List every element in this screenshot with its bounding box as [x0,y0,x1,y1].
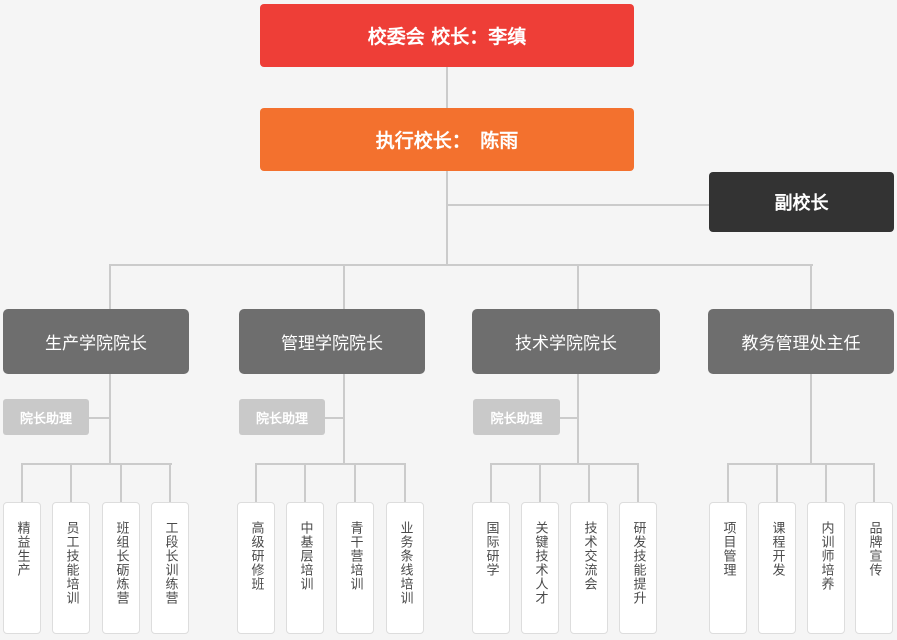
node-program: 高级研修班 [237,502,275,634]
node-dean-assistant: 院长助理 [239,399,325,435]
connector-line [343,374,345,464]
connector-line [255,463,257,503]
node-dean-assistant: 院长助理 [3,399,89,435]
connector-line [447,204,709,206]
connector-line [304,463,306,503]
connector-line [810,374,812,464]
program-label: 技术交流会 [581,521,597,591]
connector-line [539,463,541,503]
program-label: 工段长训练营 [162,521,178,605]
connector-line [22,463,172,465]
connector-line [560,417,579,419]
node-dean-production-college: 生产学院院长 [3,309,189,374]
program-label: 研发技能提升 [630,521,646,605]
node-program: 班组长砺炼营 [102,502,140,634]
program-label: 中基层培训 [297,521,313,591]
connector-line [120,463,122,503]
connector-line [825,463,827,503]
connector-line [637,463,639,503]
connector-line [343,264,345,309]
connector-line [490,463,492,503]
node-program: 业务条线培训 [386,502,424,634]
connector-line [89,417,110,419]
node-program: 精益生产 [3,502,41,634]
program-label: 业务条线培训 [397,521,413,605]
node-program: 内训师培养 [807,502,845,634]
program-label: 班组长砺炼营 [113,521,129,605]
node-program: 研发技能提升 [619,502,657,634]
node-program: 员工技能培训 [52,502,90,634]
node-program: 中基层培训 [286,502,324,634]
connector-line [256,463,406,465]
connector-line [776,463,778,503]
node-executive-principal: 执行校长： 陈雨 [260,108,634,171]
connector-line [354,463,356,503]
node-dean-assistant: 院长助理 [473,399,560,435]
node-director-academic-affairs: 教务管理处主任 [708,309,894,374]
connector-line [728,463,875,465]
program-label: 高级研修班 [248,521,264,591]
node-dean-management-college: 管理学院院长 [239,309,425,374]
program-label: 青干营培训 [347,521,363,591]
node-program: 关键技术人才 [521,502,559,634]
node-program: 品牌宣传 [855,502,893,634]
connector-line [810,264,812,309]
connector-line [727,463,729,503]
connector-line [21,463,23,503]
program-label: 内训师培养 [818,521,834,591]
connector-line [577,374,579,464]
node-program: 技术交流会 [570,502,608,634]
node-dean-technology-college: 技术学院院长 [472,309,660,374]
connector-line [577,264,579,309]
connector-line [109,374,111,464]
connector-line [446,67,448,108]
connector-line [325,417,345,419]
connector-line [109,264,111,309]
connector-line [873,463,875,503]
program-label: 课程开发 [769,521,785,577]
connector-line [110,264,813,266]
program-label: 项目管理 [720,521,736,577]
connector-line [404,463,406,503]
node-program: 国际研学 [472,502,510,634]
connector-line [446,171,448,265]
node-vice-principal: 副校长 [709,172,894,232]
connector-line [169,463,171,503]
program-label: 关键技术人才 [532,521,548,605]
node-program: 项目管理 [709,502,747,634]
program-label: 精益生产 [14,521,30,577]
node-program: 青干营培训 [336,502,374,634]
connector-line [491,463,639,465]
node-chairman: 校委会 校长：李缜 [260,4,634,67]
program-label: 国际研学 [483,521,499,577]
connector-line [70,463,72,503]
node-program: 工段长训练营 [151,502,189,634]
node-program: 课程开发 [758,502,796,634]
program-label: 员工技能培训 [63,521,79,605]
connector-line [588,463,590,503]
program-label: 品牌宣传 [866,521,882,577]
